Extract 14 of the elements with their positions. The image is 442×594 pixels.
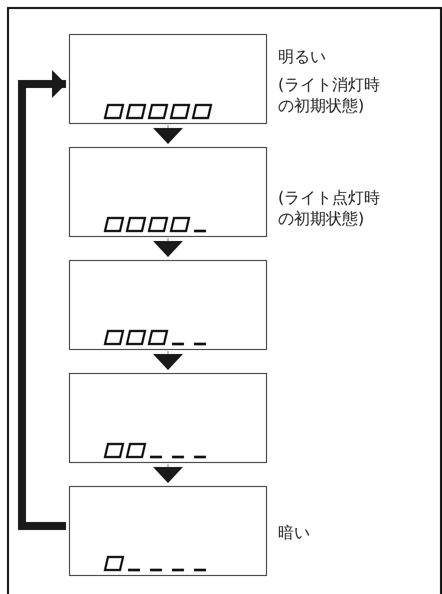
display-box bbox=[69, 373, 267, 463]
down-arrow bbox=[153, 464, 183, 484]
display-box bbox=[69, 34, 267, 124]
state-label: 暗い bbox=[278, 522, 311, 543]
return-arrow bbox=[18, 70, 66, 530]
down-arrow bbox=[153, 350, 183, 370]
state-label: 明るい bbox=[278, 46, 327, 67]
state-label: (ライト消灯時の初期状態) bbox=[278, 74, 382, 116]
display-box bbox=[69, 260, 267, 350]
state-label: (ライト点灯時の初期状態) bbox=[278, 187, 382, 229]
down-arrow bbox=[153, 124, 183, 144]
display-box bbox=[69, 486, 267, 576]
down-arrow bbox=[153, 238, 183, 258]
display-box bbox=[69, 147, 267, 237]
